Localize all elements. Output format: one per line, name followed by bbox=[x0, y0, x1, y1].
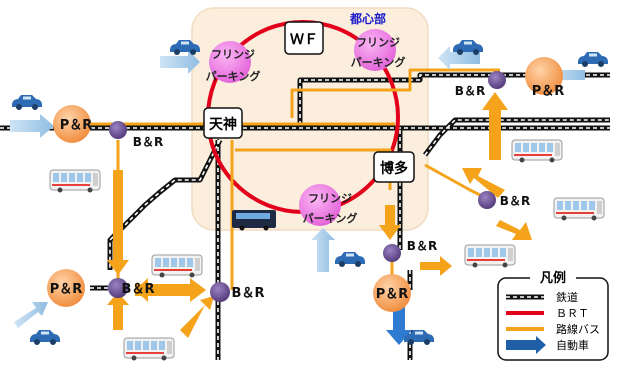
car-icon bbox=[578, 52, 608, 67]
fringe-parking-ne: フリンジ パーキング bbox=[351, 29, 406, 71]
bnr-node-south: B＆R bbox=[210, 282, 264, 302]
downtown-label: 都心部 bbox=[349, 11, 386, 26]
fringe-parking-nw: フリンジ パーキング bbox=[206, 41, 261, 83]
pnr-label: P＆R bbox=[376, 287, 409, 302]
bus-flow-arrows bbox=[107, 92, 532, 338]
legend-label-car: 自動車 bbox=[556, 338, 589, 352]
car-flow-bottom-right bbox=[386, 300, 412, 345]
fringe-line2: パーキング bbox=[206, 69, 261, 83]
legend-label-rail: 鉄道 bbox=[556, 290, 578, 304]
station-tenjin: 天神 bbox=[203, 107, 243, 139]
legend-item-brt: ＢＲＴ bbox=[506, 307, 589, 320]
bus-icon bbox=[123, 337, 175, 361]
pnr-node-northeast: P＆R bbox=[525, 57, 564, 99]
bnr-label: B＆R bbox=[500, 194, 530, 208]
fringe-line2: パーキング bbox=[351, 55, 406, 69]
legend-item-bus: 路線バス bbox=[506, 322, 600, 336]
legend-label-bus: 路線バス bbox=[556, 322, 600, 336]
bnr-label: B＆R bbox=[133, 135, 163, 149]
bnr-label: B＆R bbox=[407, 239, 437, 253]
station-tenjin-label: 天神 bbox=[209, 116, 237, 133]
bus-icon bbox=[553, 197, 605, 221]
brt-bus-icon bbox=[232, 210, 276, 231]
legend-title: 凡例 bbox=[540, 270, 566, 286]
fringe-line1: フリンジ bbox=[211, 48, 255, 61]
station-wf: ＷＦ bbox=[284, 21, 324, 55]
station-hakata: 博多 bbox=[373, 151, 415, 183]
bnr-label: B＆R bbox=[455, 84, 485, 98]
legend-item-car: 自動車 bbox=[506, 336, 589, 354]
fringe-parking-s: フリンジ パーキング bbox=[299, 184, 357, 226]
bus-icon bbox=[464, 244, 516, 268]
pnr-node-southwest: P＆R bbox=[47, 269, 85, 307]
bnr-node-east: B＆R bbox=[478, 191, 530, 209]
bnr-node-northeast: B＆R bbox=[455, 71, 506, 98]
pnr-label: P＆R bbox=[60, 118, 93, 133]
bus-icon bbox=[49, 169, 101, 193]
legend-item-rail: 鉄道 bbox=[506, 290, 578, 304]
pnr-label: P＆R bbox=[50, 282, 83, 297]
bnr-label: B＆R bbox=[232, 286, 265, 301]
legend-label-brt: ＢＲＴ bbox=[556, 307, 589, 320]
bus-icon bbox=[511, 139, 563, 163]
fringe-line1: フリンジ bbox=[308, 192, 352, 205]
car-icon bbox=[30, 330, 60, 345]
pnr-node-west: P＆R bbox=[53, 105, 92, 143]
legend: 凡例 鉄道 ＢＲＴ 路線バス 自動車 bbox=[497, 268, 609, 361]
bnr-node-west: B＆R bbox=[109, 121, 163, 149]
fringe-line2: パーキング bbox=[303, 211, 358, 225]
bnr-node-southwest: B＆R bbox=[108, 278, 154, 298]
station-hakata-label: 博多 bbox=[380, 160, 408, 177]
bnr-label: B＆R bbox=[122, 282, 155, 297]
car-icon bbox=[12, 95, 42, 110]
station-wf-label: ＷＦ bbox=[290, 32, 318, 48]
bus-icon bbox=[151, 254, 203, 278]
pnr-node-southeast: P＆R bbox=[373, 274, 411, 312]
bnr-node-southeast: B＆R bbox=[383, 239, 437, 262]
car-icon bbox=[335, 252, 365, 267]
fringe-line1: フリンジ bbox=[356, 36, 400, 49]
pnr-label: P＆R bbox=[532, 84, 565, 99]
